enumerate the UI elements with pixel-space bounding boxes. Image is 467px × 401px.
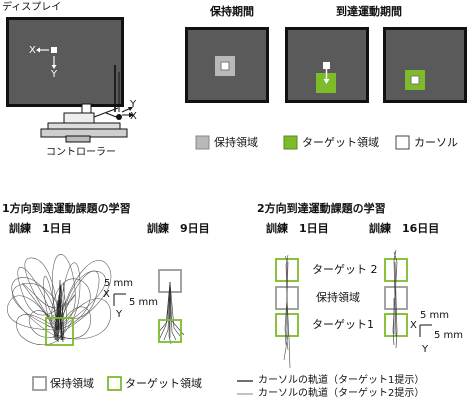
controller-label: コントローラー xyxy=(46,147,116,158)
s1-scale-x: 5 mm xyxy=(104,278,134,289)
legend-bottom-hold-label: 保持領域 xyxy=(50,377,94,390)
reach-phase-screen-moving xyxy=(285,27,369,103)
s1-day9-target-region xyxy=(158,319,182,343)
display-label: ディスプレイ xyxy=(2,2,62,13)
s2-day16-label: 訓練 16日目 xyxy=(369,222,440,235)
controller-device xyxy=(40,65,128,143)
s2-day1-target1-region xyxy=(275,313,299,337)
s2-hold-label: 保持領域 xyxy=(316,291,360,304)
s1-day9-label: 訓練 9日目 xyxy=(147,222,210,235)
down-arrow-icon xyxy=(323,79,330,84)
s2-axis-x: X xyxy=(410,320,417,331)
s1-scale-y: 5 mm xyxy=(129,297,159,308)
screen-axis-y: Y xyxy=(51,69,58,80)
legend-hold-label: 保持領域 xyxy=(214,136,258,149)
s1-day1-trajectories xyxy=(7,254,112,346)
handle-knob xyxy=(116,114,122,120)
display-monitor xyxy=(6,17,124,107)
legend-cursor-swatch xyxy=(395,135,410,150)
robot-axis-y: Y xyxy=(130,99,137,110)
robot-x-arrow-icon xyxy=(129,112,134,118)
s2-target2-label: ターゲット 2 xyxy=(312,263,378,276)
s2-scale-bar xyxy=(419,324,432,337)
x-arrow-icon xyxy=(36,47,40,53)
s2-target1-label: ターゲット1 xyxy=(312,318,374,331)
legend-trajectory-t1-label: カーソルの軌道（ターゲット1提示） xyxy=(258,375,425,386)
s2-day1-trajectories xyxy=(283,254,291,369)
section-two-title: 2方向到達運動課題の学習 xyxy=(257,202,386,215)
y-arrow-icon xyxy=(51,65,57,69)
display-cursor xyxy=(51,47,57,53)
s2-day16-trajectories xyxy=(392,249,398,349)
legend-target-swatch xyxy=(283,135,298,150)
s2-scale-x: 5 mm xyxy=(420,310,450,321)
s1-axis-x: X xyxy=(103,289,110,300)
s1-axis-y: Y xyxy=(116,309,123,320)
legend-hold-swatch xyxy=(195,135,210,150)
legend-bottom-target-label: ターゲット領域 xyxy=(125,377,202,390)
hold-phase-label: 保持期間 xyxy=(210,5,254,18)
reach-phase-screen-arrived xyxy=(383,27,467,103)
reach-phase-label: 到達運動期間 xyxy=(336,5,402,18)
s2-axis-y: Y xyxy=(422,344,429,355)
s1-scale-bar xyxy=(113,293,126,306)
legend-target-label: ターゲット領域 xyxy=(302,136,379,149)
legend-cursor-label: カーソル xyxy=(414,136,458,149)
s1-day1-target-region xyxy=(45,317,74,346)
section-one-title: 1方向到達運動課題の学習 xyxy=(2,202,131,215)
s2-day1-label: 訓練 1日目 xyxy=(266,222,329,235)
screen-axis-x: X xyxy=(29,45,36,56)
s2-scale-y: 5 mm xyxy=(434,330,464,341)
robot-axis-x: X xyxy=(130,111,137,122)
legend-bottom-hold-swatch xyxy=(32,376,47,391)
robot-y-arrow-icon xyxy=(128,107,133,111)
legend-bottom-target-swatch xyxy=(107,376,122,391)
s1-day1-label: 訓練 1日目 xyxy=(9,222,72,235)
legend-trajectory-t2-label: カーソルの軌道（ターゲット2提示） xyxy=(258,388,425,399)
hold-phase-screen xyxy=(185,27,269,103)
s1-day1-dense-traces xyxy=(53,279,65,343)
s1-day9-trajectories xyxy=(157,281,185,345)
